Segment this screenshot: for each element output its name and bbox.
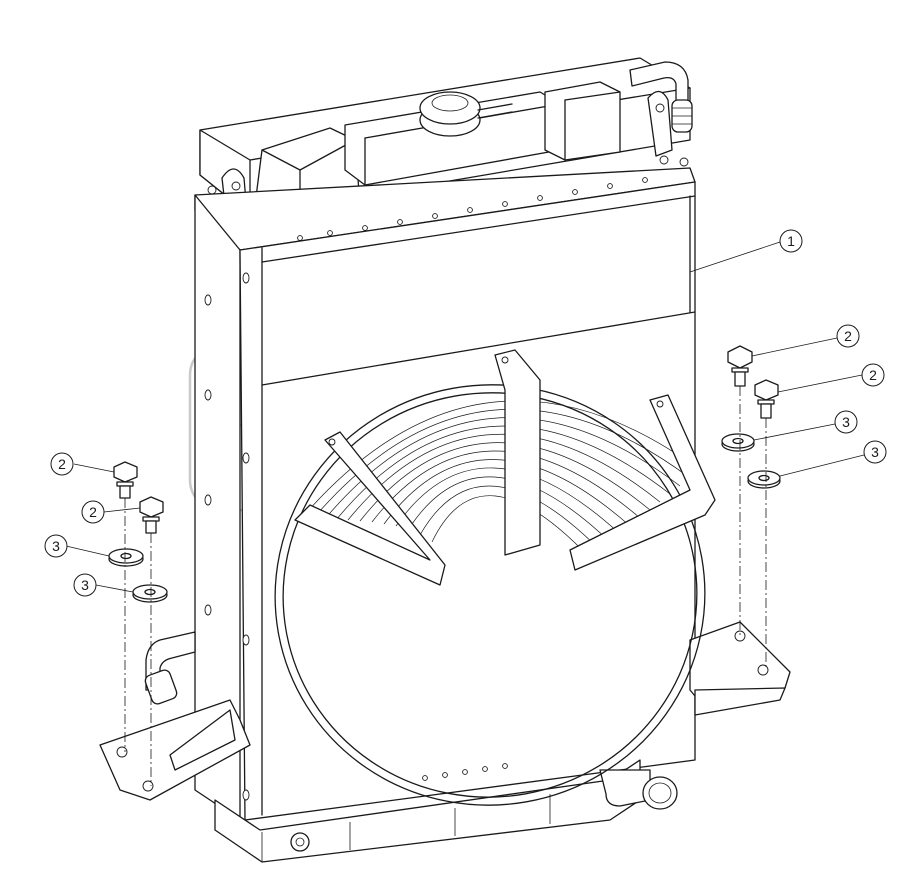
washer-right-a [721,423,836,452]
svg-text:2: 2 [58,456,66,472]
callout-2-left-lower: 2 [81,500,105,524]
callout-3-left-upper: 3 [44,534,68,558]
washer-left-b [95,584,168,603]
fan-shroud [274,349,716,806]
washer-left-a [65,545,144,567]
svg-text:3: 3 [871,444,879,460]
left-fasteners [65,461,168,786]
callout-3-right-upper: 3 [834,410,858,434]
bolt-left-a [73,461,138,499]
washer-right-b [747,454,865,489]
right-fasteners [721,337,865,670]
radiator-core [194,167,696,821]
svg-text:2: 2 [89,504,97,520]
svg-text:1: 1 [787,233,795,249]
callout-3-left-lower: 3 [73,573,97,597]
bolt-right-b [754,374,863,419]
svg-text:2: 2 [869,367,877,383]
mounting-base [99,621,791,863]
leader-1 [689,241,781,273]
side-plate-holes [204,272,250,801]
svg-text:3: 3 [52,538,60,554]
top-flange-holes [297,177,648,241]
callout-1: 1 [779,229,803,253]
callout-2-right-upper: 2 [836,324,860,348]
callout-2-right-lower: 2 [861,363,885,387]
svg-text:3: 3 [81,577,89,593]
svg-text:2: 2 [844,328,852,344]
svg-text:3: 3 [842,414,850,430]
bolt-right-a [727,337,838,387]
callout-2-left-upper: 2 [50,452,74,476]
callout-3-right-lower: 3 [863,440,887,464]
bolt-left-b [103,496,164,534]
